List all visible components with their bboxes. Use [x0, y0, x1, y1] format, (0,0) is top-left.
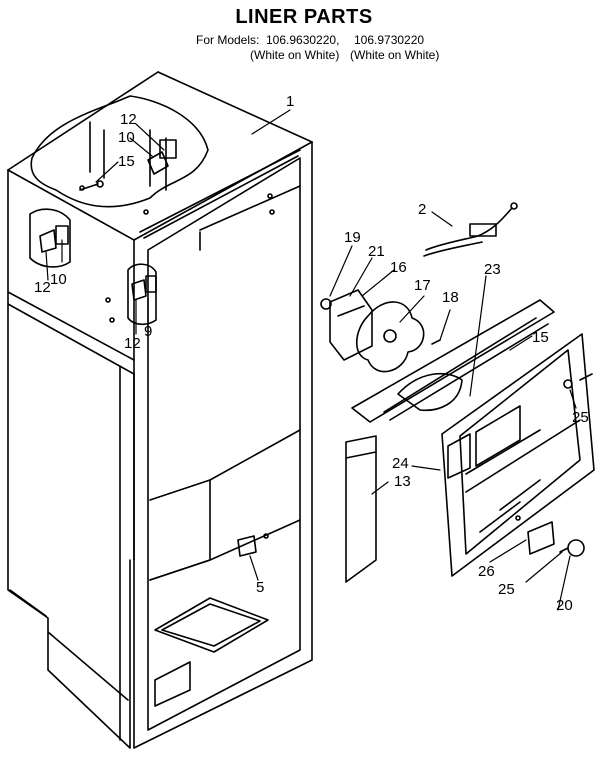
callout-leaders	[45, 109, 577, 611]
model-color-1: (White on White)	[250, 48, 340, 62]
callout-2: 2	[418, 201, 426, 218]
callout-numbers: 1 2 5 9 10 10 12 12 12 13 15 15 16 17 18…	[34, 93, 589, 614]
wire-harness	[423, 202, 518, 257]
callout-12-top: 12	[120, 111, 137, 128]
callout-10-side: 10	[50, 271, 67, 288]
callout-12-hinge: 12	[124, 335, 141, 352]
callout-26: 26	[478, 563, 495, 580]
callout-12-side: 12	[34, 279, 51, 296]
model-number-1: 106.9630220,	[266, 33, 340, 47]
callout-25-panel: 25	[572, 409, 589, 426]
callout-5: 5	[256, 579, 264, 596]
callout-15-cover: 15	[532, 329, 549, 346]
callout-13: 13	[394, 473, 411, 490]
callout-10-top: 10	[118, 129, 135, 146]
model-color-2: (White on White)	[350, 48, 440, 62]
evaporator-cover	[351, 299, 555, 423]
callout-20: 20	[556, 597, 573, 614]
hinge-bracket-parts	[39, 139, 269, 557]
liner-cabinet	[7, 71, 313, 749]
callout-18: 18	[442, 289, 459, 306]
callout-19: 19	[344, 229, 361, 246]
callout-17: 17	[414, 277, 431, 294]
callout-23: 23	[484, 261, 501, 278]
callout-24: 24	[392, 455, 409, 472]
callout-25-drain: 25	[498, 581, 515, 598]
model-list: For Models: 106.9630220, 106.9730220 (Wh…	[196, 33, 496, 63]
fan-motor-assembly	[320, 289, 441, 373]
models-prefix: For Models:	[196, 33, 260, 47]
rear-panel	[441, 333, 595, 577]
callout-16: 16	[390, 259, 407, 276]
callout-21: 21	[368, 243, 385, 260]
page-title: LINER PARTS	[235, 6, 373, 28]
model-number-2: 106.9730220	[354, 33, 425, 47]
callout-15-top: 15	[118, 153, 135, 170]
callout-1: 1	[286, 93, 294, 110]
callout-9: 9	[144, 323, 152, 340]
air-duct	[345, 435, 377, 583]
drain-fittings	[515, 515, 585, 557]
